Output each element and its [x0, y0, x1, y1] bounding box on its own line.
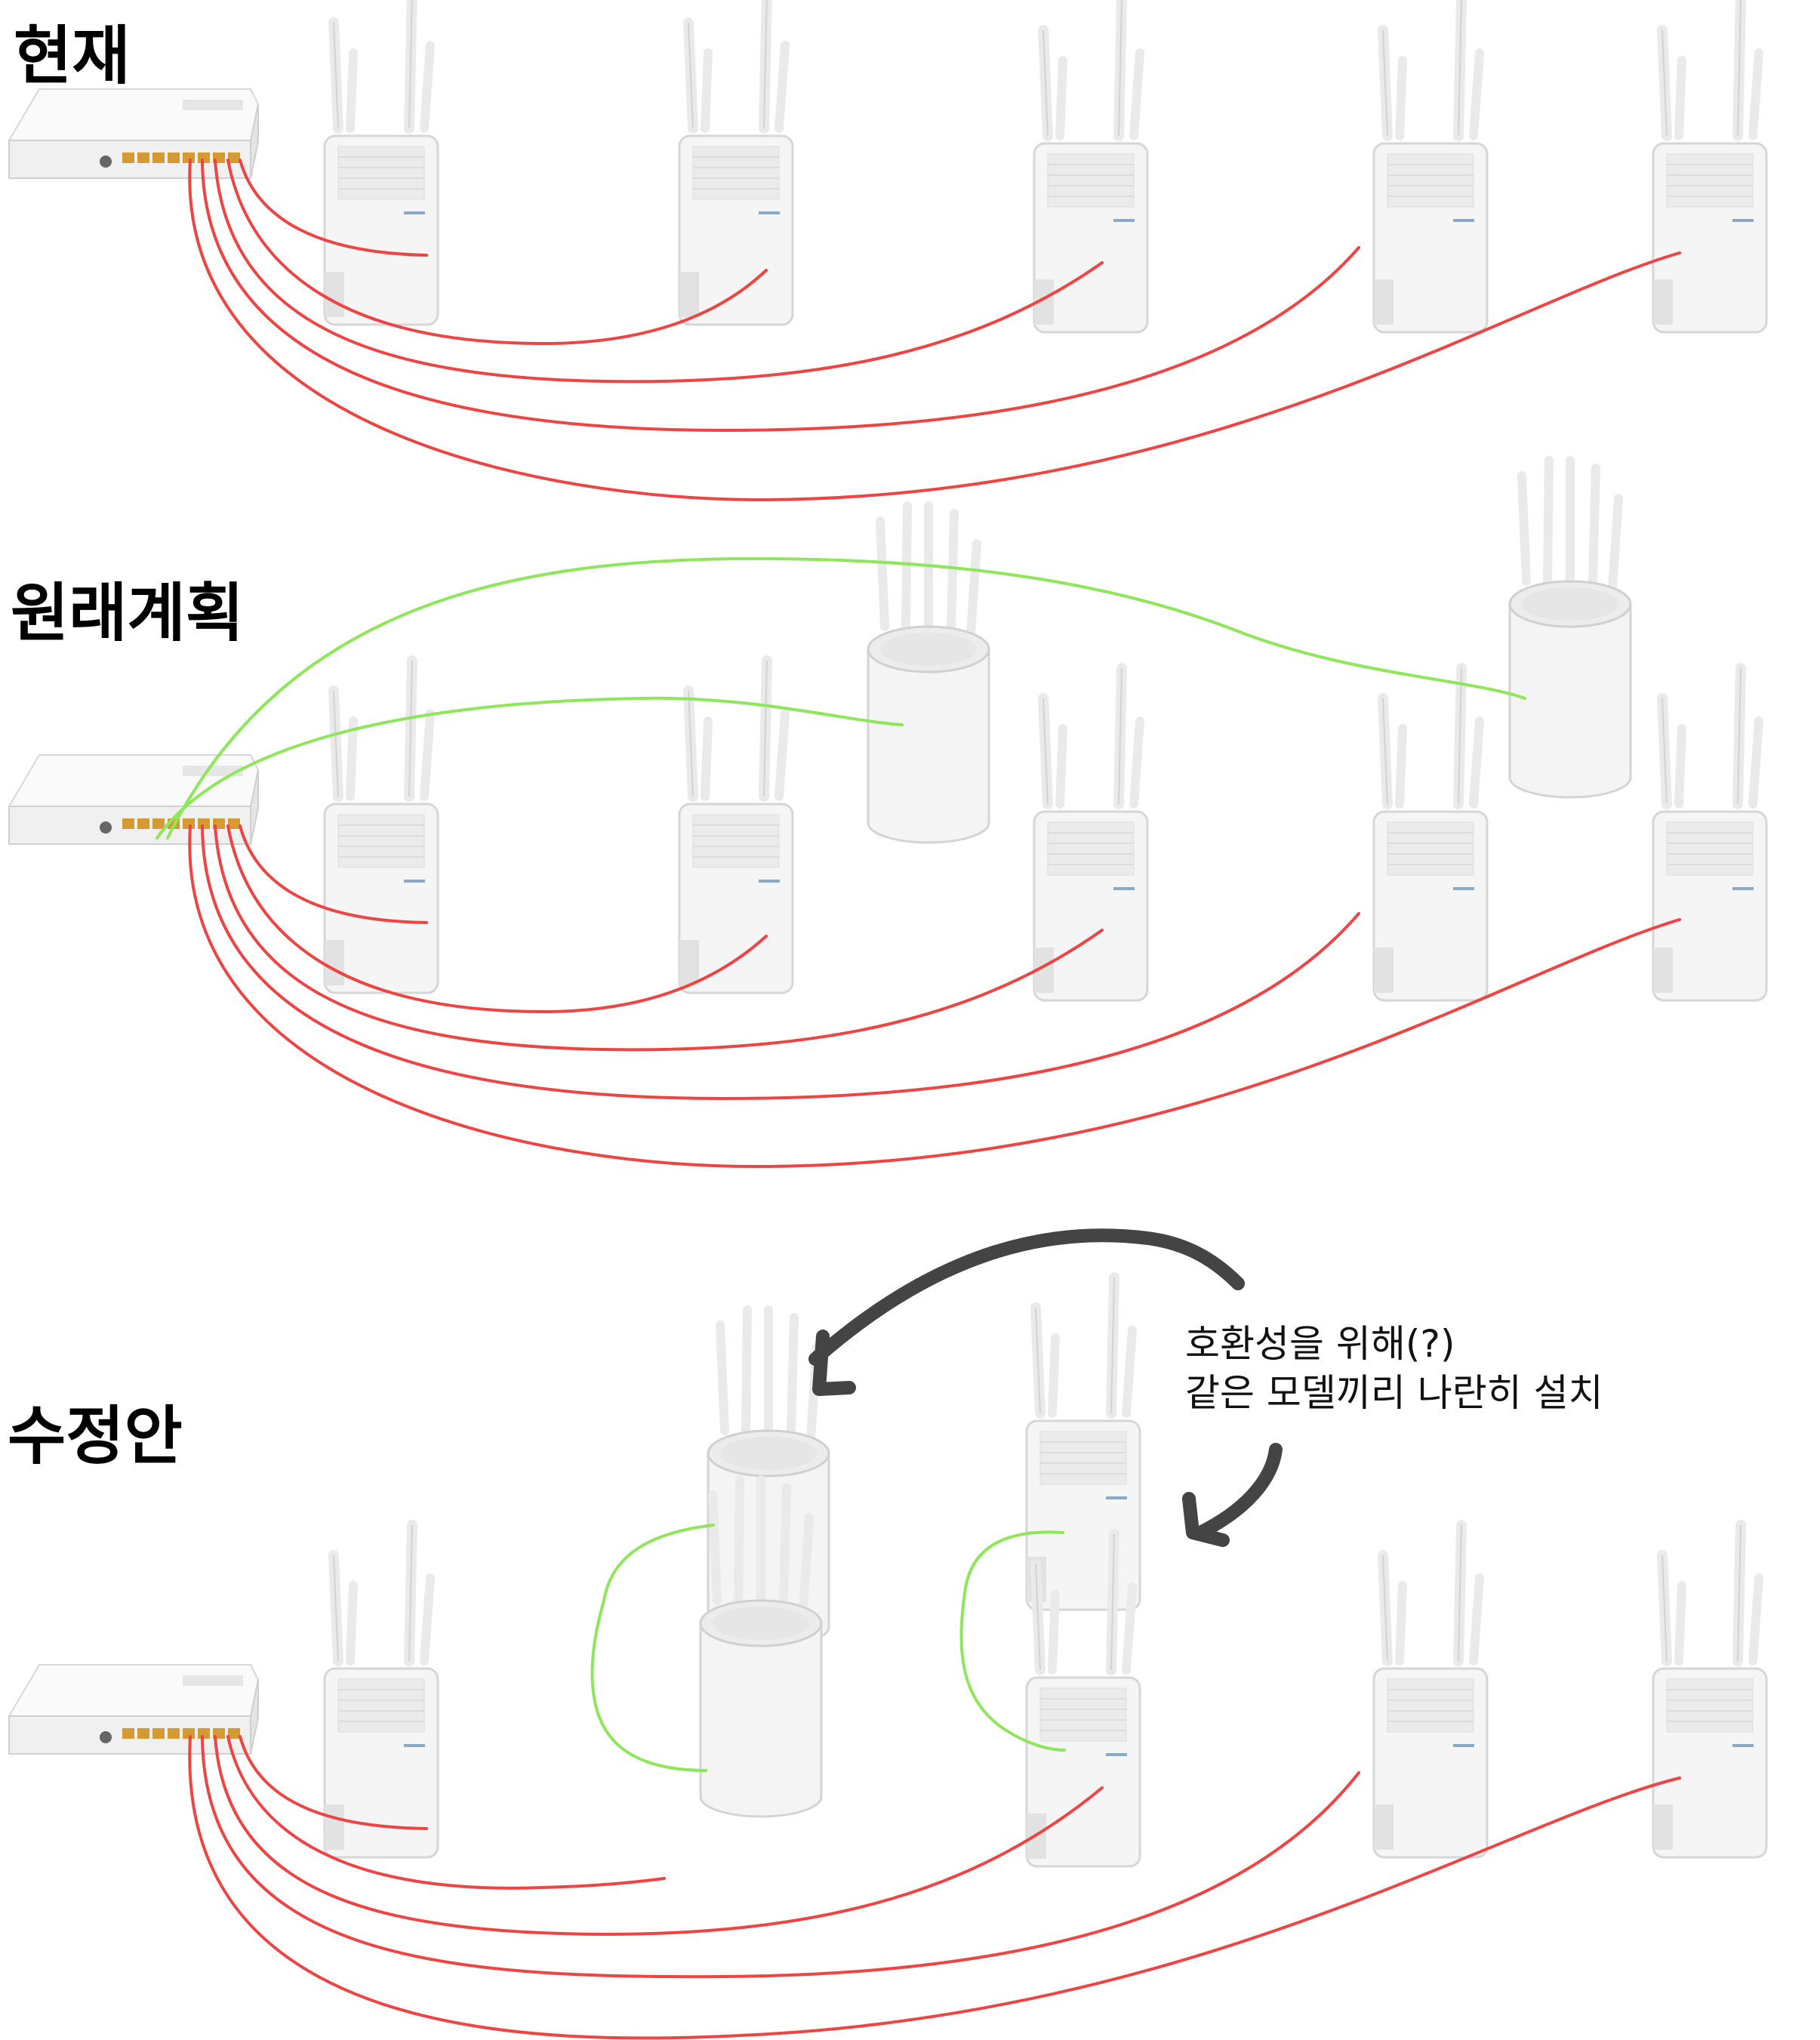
section-title-revised-plan: 수정안 [8, 1399, 183, 1473]
annotation-line-1: 호환성을 위해(?) [1185, 1322, 1455, 1366]
wifi-extender-icon [1653, 0, 1766, 332]
wifi-extender-icon [679, 661, 793, 993]
arrow-to-extender [1182, 1443, 1283, 1547]
revised-plan-section [8, 1228, 1766, 2040]
annotation-line-2: 같은 모델끼리 나란히 설치 [1185, 1371, 1603, 1415]
ethernet-cables [188, 159, 1681, 502]
wifi-extender-icon [1374, 1525, 1487, 1857]
wifi-extender-icon [1374, 668, 1487, 1000]
wifi-extender-icon [325, 661, 438, 993]
wifi-extender-icon [1653, 1525, 1766, 1857]
network-switch-icon [8, 1664, 259, 1755]
network-switch-icon [8, 754, 259, 845]
section-title-original-plan: 원래계획 [11, 576, 245, 650]
wifi-extender-icon [1374, 0, 1487, 332]
wifi-extender-icon [679, 0, 793, 325]
original-plan-section [8, 461, 1766, 1169]
ethernet-cables [188, 1735, 1681, 2040]
mesh-cables [156, 556, 1526, 840]
arrow-to-mesh [808, 1228, 1245, 1396]
wifi-extender-icon [1027, 1277, 1140, 1610]
wifi-extender-icon [325, 1525, 438, 1857]
wifi-extender-icon [325, 0, 438, 325]
mesh-router-icon [1510, 461, 1631, 797]
ethernet-cables [188, 824, 1681, 1169]
wifi-extender-icon [1034, 668, 1147, 1000]
network-switch-icon [8, 88, 259, 179]
wifi-extender-icon [1653, 668, 1766, 1000]
mesh-router-icon [868, 506, 989, 843]
mesh-cables [590, 1524, 1066, 1772]
wifi-extender-icon [1034, 0, 1147, 332]
current-section [8, 0, 1766, 502]
section-title-current: 현재 [14, 19, 131, 93]
annotation-note: 호환성을 위해(?) 같은 모델끼리 나란히 설치 [1185, 1320, 1603, 1418]
